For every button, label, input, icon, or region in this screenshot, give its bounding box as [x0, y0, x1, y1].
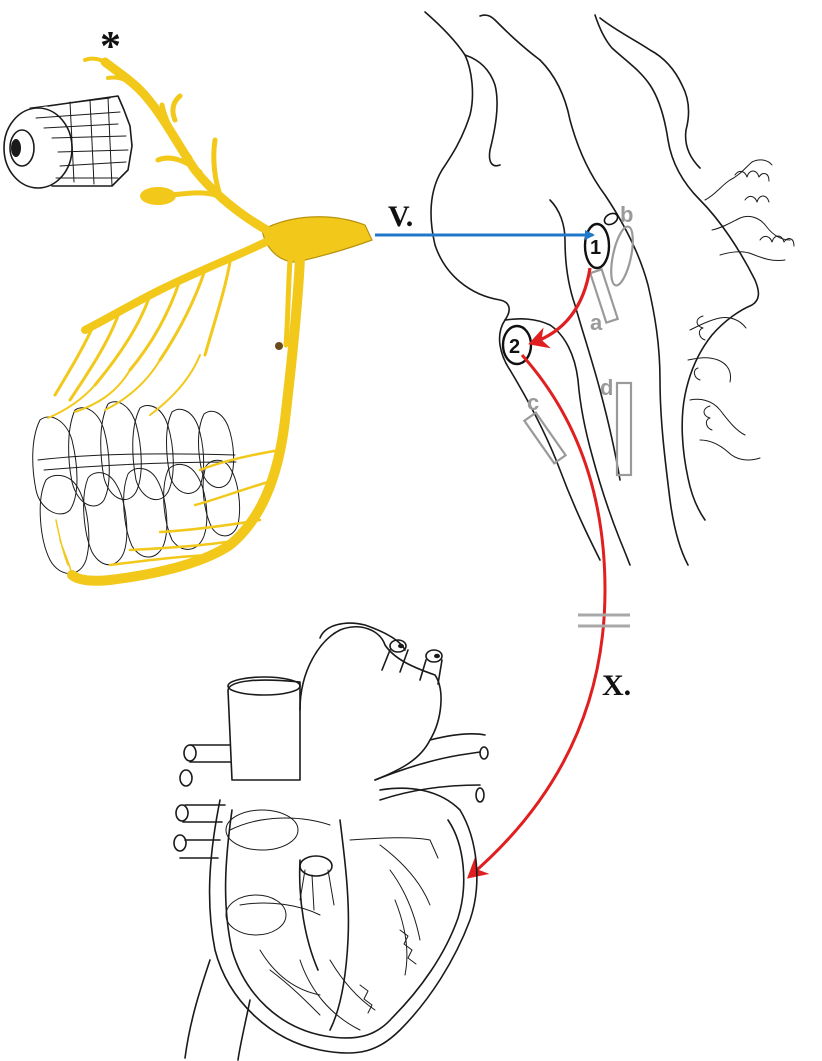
region-a-label: a — [590, 310, 603, 335]
interneuron-arrow — [532, 268, 590, 343]
nucleus-1-label: 1 — [590, 237, 601, 259]
nucleus-1: 1 — [585, 211, 620, 268]
trigeminal-ganglion — [262, 217, 372, 262]
region-d-label: d — [600, 375, 613, 400]
heart-icon — [174, 623, 488, 1060]
region-b-label: b — [620, 202, 633, 227]
asterisk-label: * — [100, 24, 121, 70]
nerve-x-label: X. — [602, 669, 631, 702]
eye-icon — [4, 96, 132, 188]
teeth-icon — [33, 402, 240, 574]
nerve-v-label: V. — [388, 200, 413, 233]
brainstem-icon — [425, 12, 794, 565]
region-c-label: c — [527, 390, 539, 415]
nucleus-2-label: 2 — [509, 336, 520, 358]
